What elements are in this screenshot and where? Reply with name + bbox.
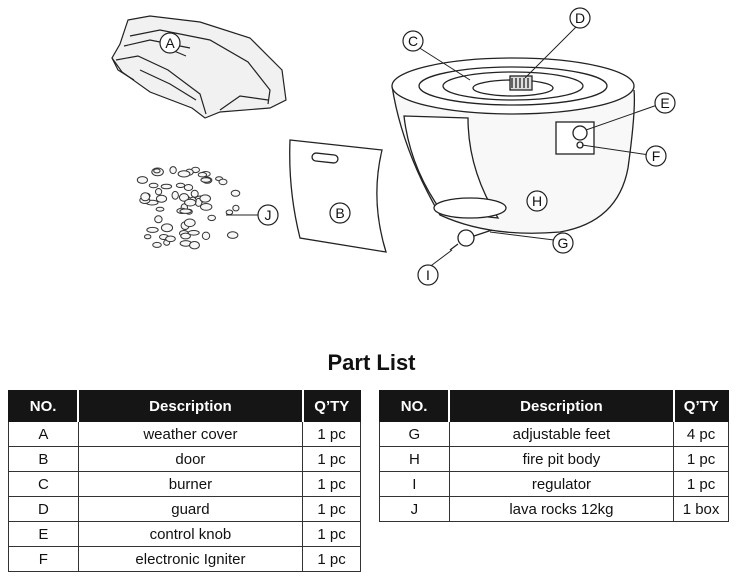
- cell-no: J: [379, 496, 450, 522]
- cell-description: lava rocks 12kg: [448, 496, 675, 522]
- callout-label: D: [575, 10, 585, 26]
- header-qty: Q’TY: [302, 390, 361, 422]
- callout-h: H: [526, 190, 548, 212]
- header-qty: Q’TY: [673, 390, 729, 422]
- cell-description: fire pit body: [448, 446, 675, 472]
- cell-qty: 1 pc: [302, 446, 361, 472]
- header-no: NO.: [8, 390, 80, 422]
- cell-no: E: [8, 521, 79, 547]
- door-illustration: [289, 139, 387, 253]
- callout-b: B: [329, 202, 351, 224]
- callout-label: C: [408, 33, 418, 49]
- callout-label: A: [165, 35, 175, 51]
- callout-j: J: [257, 204, 279, 226]
- cell-qty: 4 pc: [673, 421, 729, 447]
- callout-d: D: [569, 7, 591, 29]
- cell-description: regulator: [448, 471, 675, 497]
- callout-markers: A B C D E F G H I J: [159, 7, 676, 286]
- cell-qty: 1 pc: [302, 496, 361, 522]
- callout-i: I: [417, 264, 439, 286]
- cell-qty: 1 pc: [302, 421, 361, 447]
- cell-no: C: [8, 471, 79, 497]
- fire-pit-illustration: [391, 57, 636, 251]
- cell-description: electronic Igniter: [77, 546, 304, 572]
- header-no: NO.: [379, 390, 451, 422]
- callout-f: F: [645, 145, 667, 167]
- callout-label: H: [532, 193, 542, 209]
- callout-label: J: [265, 207, 272, 223]
- part-list-title: Part List: [327, 350, 416, 375]
- callout-label: G: [558, 235, 569, 251]
- cell-qty: 1 pc: [302, 546, 361, 572]
- cell-qty: 1 pc: [673, 446, 729, 472]
- cell-no: D: [8, 496, 79, 522]
- callout-label: E: [660, 95, 669, 111]
- cell-description: door: [77, 446, 304, 472]
- weather-cover-illustration: [111, 15, 287, 119]
- cell-description: adjustable feet: [448, 421, 675, 447]
- cell-description: burner: [77, 471, 304, 497]
- cell-no: G: [379, 421, 450, 447]
- cell-qty: 1 box: [673, 496, 729, 522]
- cell-no: I: [379, 471, 450, 497]
- lava-rocks-illustration: [136, 166, 241, 250]
- cell-no: F: [8, 546, 79, 572]
- parts-diagram: A B C D E F G H I J: [111, 7, 676, 286]
- header-description: Description: [448, 390, 675, 422]
- header-description: Description: [77, 390, 304, 422]
- callout-label: B: [335, 205, 344, 221]
- cell-qty: 1 pc: [302, 471, 361, 497]
- cell-description: guard: [77, 496, 304, 522]
- cell-no: H: [379, 446, 450, 472]
- cell-qty: 1 pc: [302, 521, 361, 547]
- cell-description: weather cover: [77, 421, 304, 447]
- cell-description: control knob: [77, 521, 304, 547]
- cell-no: B: [8, 446, 79, 472]
- cell-qty: 1 pc: [673, 471, 729, 497]
- callout-label: F: [652, 148, 661, 164]
- callout-leaders: [166, 24, 664, 269]
- callout-a: A: [159, 32, 181, 54]
- callout-label: I: [426, 267, 430, 283]
- cell-no: A: [8, 421, 79, 447]
- callout-e: E: [654, 92, 676, 114]
- callout-g: G: [552, 232, 574, 254]
- callout-c: C: [402, 30, 424, 52]
